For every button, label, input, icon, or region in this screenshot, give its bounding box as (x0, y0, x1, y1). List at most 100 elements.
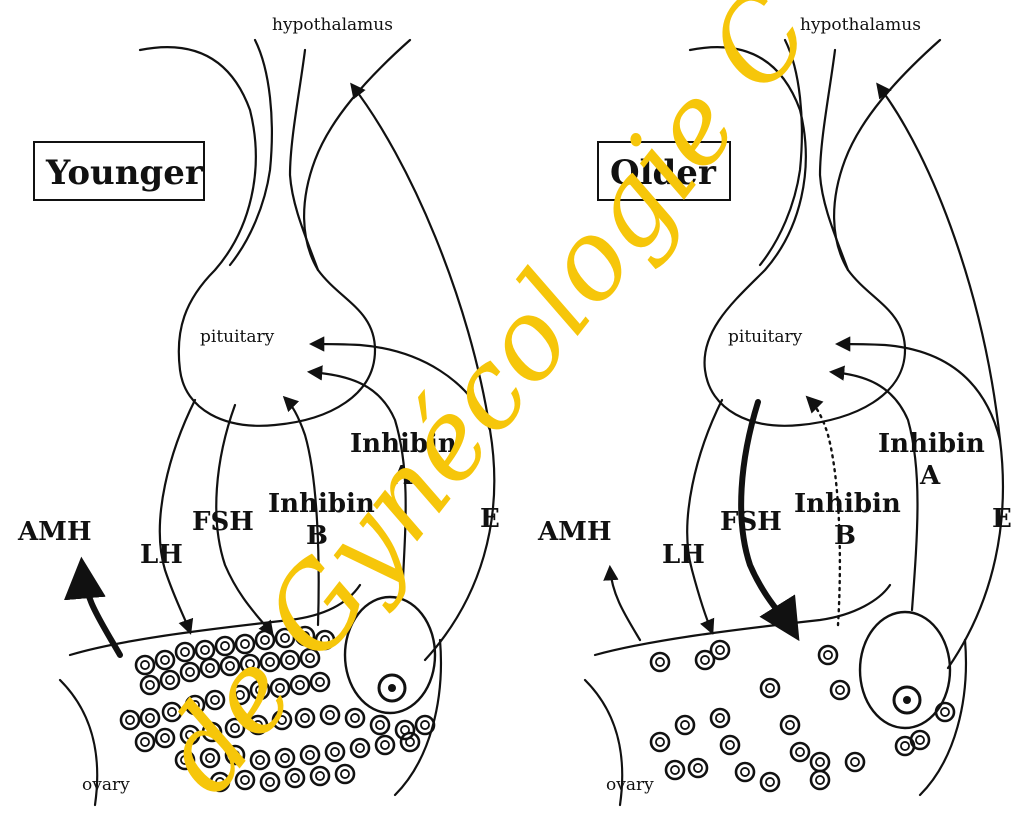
amh-label: AMH (537, 517, 612, 547)
hypothalamus-label: hypothalamus (272, 15, 393, 35)
fsh-label: FSH (192, 507, 254, 537)
ovary-label: ovary (606, 775, 654, 795)
small-follicle-core (146, 681, 154, 689)
small-follicle (651, 653, 669, 671)
small-follicle-core (316, 772, 324, 780)
hypothalamus-stalk-left (140, 40, 410, 426)
small-follicle-core (141, 661, 149, 669)
small-follicle-core (824, 651, 832, 659)
small-follicle-core (266, 778, 274, 786)
small-follicle-core (681, 721, 689, 729)
lh-label: LH (662, 540, 705, 570)
hypothalamus-stalk-right (820, 50, 848, 270)
small-follicle (846, 753, 864, 771)
follicle-cluster (651, 641, 954, 791)
dominant-follicle (860, 612, 950, 728)
inhibin-a-label-line1: Inhibin (878, 429, 985, 459)
small-follicle (371, 716, 389, 734)
small-follicle (141, 676, 159, 694)
small-follicle-core (166, 676, 174, 684)
small-follicle (416, 716, 434, 734)
small-follicle (811, 753, 829, 771)
small-follicle (831, 681, 849, 699)
small-follicle-core (376, 721, 384, 729)
e-label: E (480, 504, 500, 534)
small-follicle (936, 703, 954, 721)
small-follicle (761, 773, 779, 791)
small-follicle (819, 646, 837, 664)
small-follicle (351, 739, 369, 757)
lh-arrow (687, 400, 722, 632)
small-follicle (311, 767, 329, 785)
small-follicle (136, 656, 154, 674)
small-follicle (336, 765, 354, 783)
small-follicle (689, 759, 707, 777)
small-follicle-core (351, 714, 359, 722)
pituitary-label: pituitary (728, 327, 803, 347)
small-follicle (401, 733, 419, 751)
small-follicle-core (326, 711, 334, 719)
amh-label: AMH (17, 517, 92, 547)
small-follicle-core (381, 741, 389, 749)
small-follicle-core (796, 748, 804, 756)
small-follicle-core (356, 744, 364, 752)
pituitary-label: pituitary (200, 327, 275, 347)
oocyte-nucleus (903, 696, 911, 704)
small-follicle-core (656, 658, 664, 666)
small-follicle-core (851, 758, 859, 766)
small-follicle (346, 709, 364, 727)
small-follicle (396, 721, 414, 739)
amh-arrow (82, 565, 120, 655)
small-follicle-core (161, 656, 169, 664)
small-follicle-core (916, 736, 924, 744)
small-follicle (326, 743, 344, 761)
oocyte-nucleus (388, 684, 396, 692)
small-follicle (721, 736, 739, 754)
small-follicle (736, 763, 754, 781)
e-arrow (878, 85, 1003, 668)
small-follicle (321, 706, 339, 724)
inhibin-b-label-line2: B (834, 521, 856, 551)
e-label: E (992, 504, 1011, 534)
small-follicle-core (901, 742, 909, 750)
small-follicle-core (726, 741, 734, 749)
small-follicle-core (741, 768, 749, 776)
fsh-label: FSH (720, 507, 782, 537)
amh-arrow (610, 568, 640, 640)
hypothalamus-inner (230, 40, 272, 265)
small-follicle (791, 743, 809, 761)
small-follicle-core (331, 748, 339, 756)
lh-arrow (160, 400, 195, 632)
inhibin-b-label-line1: Inhibin (794, 489, 901, 519)
small-follicle-core (816, 776, 824, 784)
small-follicle-core (816, 758, 824, 766)
watermark: de Gynécologie C (135, 0, 836, 814)
small-follicle-core (716, 714, 724, 722)
small-follicle (286, 769, 304, 787)
lh-label: LH (140, 540, 183, 570)
e-to-pituitary-arrow (838, 344, 1000, 440)
small-follicle (711, 709, 729, 727)
small-follicle (711, 641, 729, 659)
small-follicle (811, 771, 829, 789)
hypothalamus-stalk-right (290, 50, 318, 270)
hypothalamus-label: hypothalamus (800, 15, 921, 35)
small-follicle-core (836, 686, 844, 694)
small-follicle-core (291, 774, 299, 782)
small-follicle-core (406, 738, 414, 746)
small-follicle-core (701, 656, 709, 664)
small-follicle-core (341, 770, 349, 778)
small-follicle-core (694, 764, 702, 772)
small-follicle-core (421, 721, 429, 729)
small-follicle (761, 679, 779, 697)
small-follicle-core (941, 708, 949, 716)
small-follicle (176, 643, 194, 661)
small-follicle-core (306, 751, 314, 759)
small-follicle (666, 761, 684, 779)
small-follicle (376, 736, 394, 754)
small-follicle (781, 716, 799, 734)
small-follicle-core (716, 646, 724, 654)
small-follicle (911, 731, 929, 749)
small-follicle-core (766, 778, 774, 786)
